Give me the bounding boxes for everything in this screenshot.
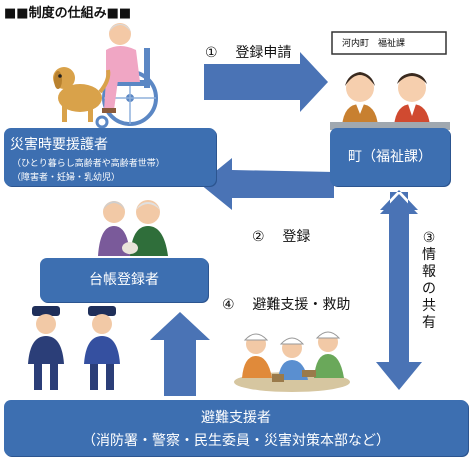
supporters-sub: （消防署・警察・民生委員・災害対策本部など） [82,433,390,449]
arrow-step1 [204,52,328,112]
registry-title: 台帳登録者 [89,272,159,288]
step4-num: ④ [222,297,235,313]
step4-label: ④ 避難支援・救助 [222,294,350,314]
step3-num: ③ [422,230,436,246]
requester-title: 災害時要援護者 [10,137,108,153]
police-officers-illustration [28,306,120,390]
step4-text: 避難支援・救助 [252,297,351,313]
step2-label: ② 登録 [252,226,310,246]
step3-label: ③ 情報の共有 [420,230,438,332]
requester-box: 災害時要援護者 （ひとり暮らし高齢者や高齢者世帯） （障害者・妊婦・乳幼児） [4,128,216,186]
elderly-couple-illustration [98,200,168,256]
step1-text: 登録申請 [235,45,292,61]
requester-sub1: （ひとり暮らし高齢者や高齢者世帯） [12,159,165,169]
town-box: 町（福祉課） [330,128,450,186]
page-title: ■■制度の仕組み■■ [4,6,132,21]
town-title: 町（福祉課） [348,149,432,165]
arrow-step2 [200,158,334,210]
office-staff-illustration [330,31,450,130]
step2-text: 登録 [282,229,311,245]
office-sign: 河内町 福祉課 [342,39,406,49]
step2-num: ② [252,229,265,245]
arrow-step4 [150,312,210,396]
requester-sub2: （障害者・妊婦・乳幼児） [12,173,121,183]
step1-num: ① [205,45,218,61]
supporters-box: 避難支援者 （消防署・警察・民生委員・災害対策本部など） [4,400,468,456]
wheelchair-elder-illustration [53,23,158,129]
step3-text: 情報の共有 [422,247,436,331]
step1-label: ① 登録申請 [205,42,291,62]
supporters-title: 避難支援者 [201,410,271,426]
rescue-workers-illustration [234,331,350,392]
registry-box: 台帳登録者 [40,258,208,302]
